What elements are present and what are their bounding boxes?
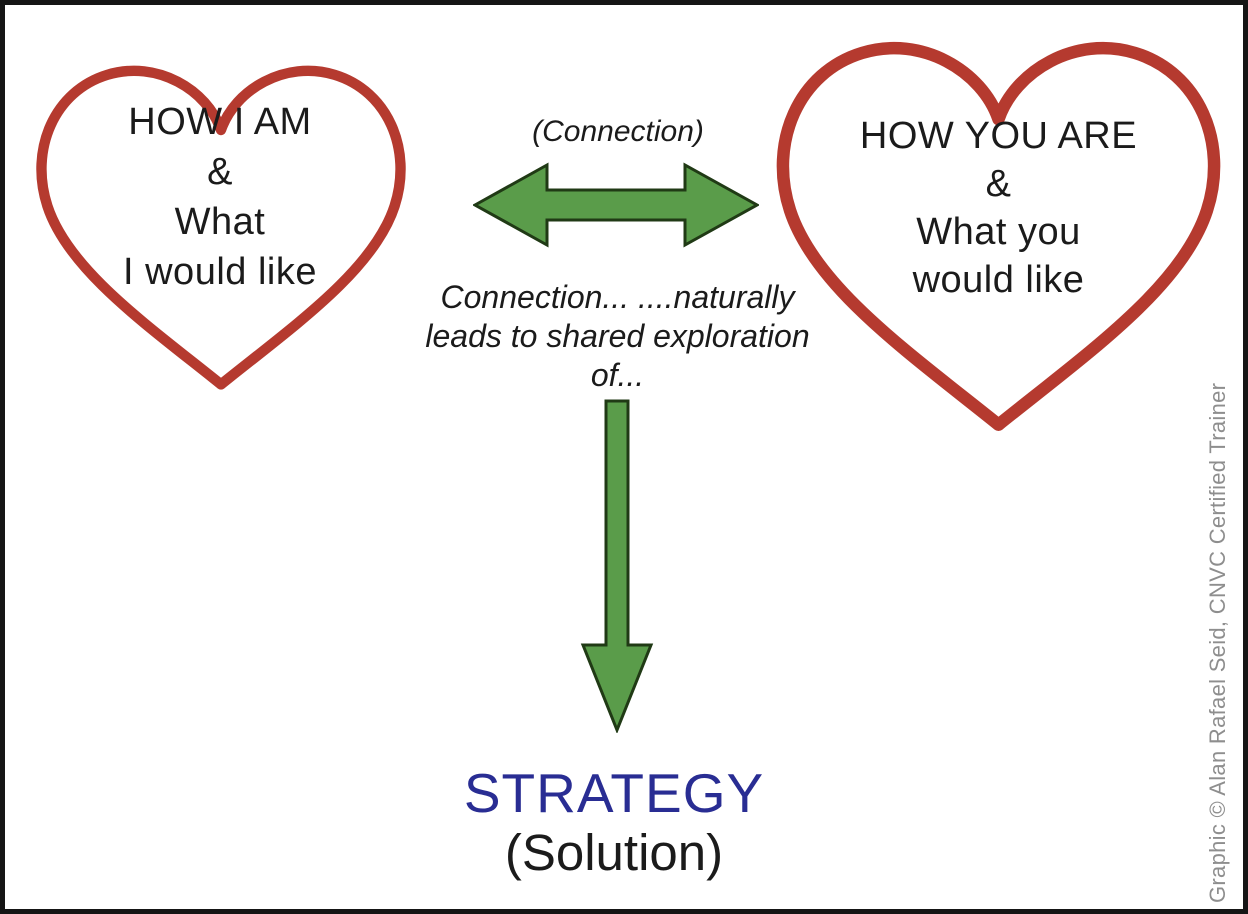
right-heart-icon [776,42,1221,431]
double-arrow-icon [473,162,759,248]
left-heart-line-2: & [207,151,233,193]
right-heart-text: HOW YOU ARE & What you would like [755,112,1242,304]
right-heart-line-1: HOW YOU ARE [859,115,1138,157]
connection-caption-line-1: Connection... [440,279,630,315]
left-heart-icon [36,65,406,390]
left-heart-text: HOW I AM & What I would like [20,97,420,297]
strategy-subtitle: (Solution) [504,824,724,881]
right-heart-outline [776,42,1221,431]
left-heart-line-4: I would like [123,251,317,293]
down-arrow-icon [580,399,654,733]
connection-caption-line-2: ....naturally leads to [425,279,795,354]
right-heart-line-3: What you [916,211,1081,253]
strategy-title: STRATEGY [463,762,765,824]
attribution-credit: Graphic © Alan Rafael Seid, CNVC Certifi… [1205,382,1230,903]
right-heart-line-4: would like [912,259,1085,301]
connection-caption: Connection... ....naturally leads to sha… [420,278,815,395]
right-heart-line-2: & [985,163,1012,205]
left-heart-line-3: What [174,201,266,243]
connection-label: (Connection) [532,115,704,148]
double-arrow-shape [473,162,759,248]
connection-caption-line-3: shared exploration of... [546,318,810,393]
left-heart-outline [36,65,406,390]
left-heart-line-1: HOW I AM [128,101,312,143]
down-arrow-shape [580,399,654,733]
